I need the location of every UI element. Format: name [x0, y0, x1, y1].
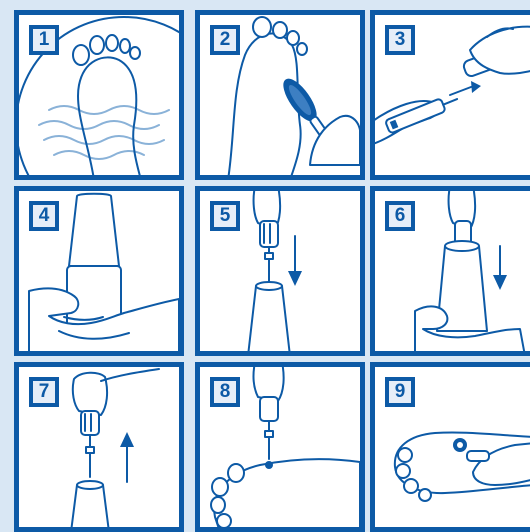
- step-panel-4: 4: [14, 186, 184, 356]
- step-number-badge: 3: [385, 25, 415, 55]
- step-panel-8: 8: [195, 362, 365, 532]
- step-number-badge: 1: [29, 25, 59, 55]
- step-panel-5: 5: [195, 186, 365, 356]
- step-panel-6: 6: [370, 186, 530, 356]
- step-number-badge: 4: [29, 201, 59, 231]
- step-panel-9: 9: [370, 362, 530, 532]
- step-panel-7: 7: [14, 362, 184, 532]
- step-panel-3: 3: [370, 10, 530, 180]
- step-number-badge: 5: [210, 201, 240, 231]
- step-number-badge: 7: [29, 377, 59, 407]
- step-panel-2: 2: [195, 10, 365, 180]
- step-number-badge: 9: [385, 377, 415, 407]
- step-panel-1: 1: [14, 10, 184, 180]
- step-number-badge: 2: [210, 25, 240, 55]
- step-number-badge: 8: [210, 377, 240, 407]
- step-number-badge: 6: [385, 201, 415, 231]
